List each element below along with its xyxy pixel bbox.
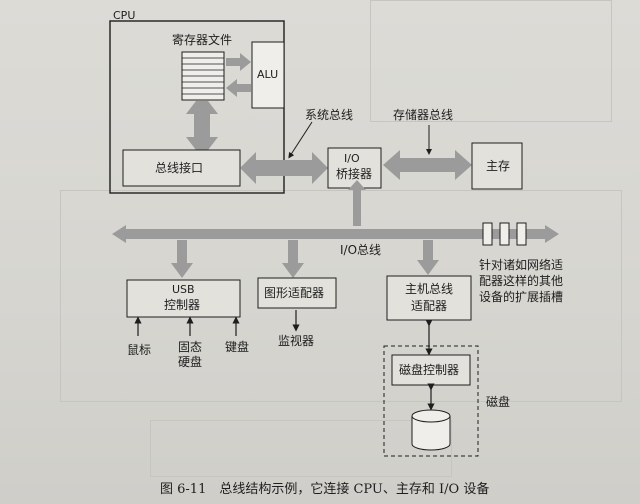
expansion-slots-line3: 设备的扩展插槽 xyxy=(479,290,564,304)
main-memory-box xyxy=(471,142,523,190)
io-bus-arrow xyxy=(112,225,559,243)
disk-controller-box xyxy=(391,354,471,386)
bleed-through-1 xyxy=(370,0,612,122)
ssd-label-line2: 硬盘 xyxy=(178,355,203,369)
memory-bus-label: 存储器总线 xyxy=(393,108,454,122)
alu-to-reg-arrow xyxy=(226,79,251,97)
alu-box xyxy=(251,41,285,109)
host-bus-adapter-label-line1: 主机总线 xyxy=(405,282,454,296)
register-file-label: 寄存器文件 xyxy=(172,33,233,47)
figure-caption: 图 6-11 总线结构示例，它连接 CPU、主存和 I/O 设备 xyxy=(160,482,490,497)
disk-cylinder-icon xyxy=(411,409,451,451)
cpu-label: CPU xyxy=(113,9,136,22)
mouse-label: 鼠标 xyxy=(127,343,152,357)
bleed-through-3 xyxy=(150,420,452,477)
usb-controller-box xyxy=(126,279,241,318)
io-bridge-label-line2: 桥接器 xyxy=(336,167,373,181)
bleed-through-2 xyxy=(60,190,622,402)
system-bus-arrow xyxy=(240,152,328,184)
graphics-adapter-label: 图形适配器 xyxy=(264,286,325,300)
system-bus-label: 系统总线 xyxy=(305,108,354,122)
usb-controller-label-line2: 控制器 xyxy=(164,298,201,312)
usb-controller-label-line1: USB xyxy=(172,283,195,296)
bus-interface-box xyxy=(122,149,241,187)
ssd-label-line1: 固态 xyxy=(178,340,203,354)
alu-label: ALU xyxy=(257,68,279,81)
main-memory-label: 主存 xyxy=(486,159,511,173)
bus-interface-label: 总线接口 xyxy=(155,161,204,175)
disk-dashed-box xyxy=(383,345,479,457)
disk-label: 磁盘 xyxy=(486,395,511,409)
expansion-slots-line1: 针对诸如网络适 xyxy=(479,258,564,272)
io-bridge-box xyxy=(327,147,382,189)
io-bus-label: I/O总线 xyxy=(340,243,382,257)
bridge-io-bus-arrow xyxy=(348,180,366,226)
keyboard-label: 键盘 xyxy=(225,340,250,354)
host-bus-adapter-label-line2: 适配器 xyxy=(411,299,448,313)
memory-bus-arrow xyxy=(383,150,472,180)
disk-controller-label: 磁盘控制器 xyxy=(399,363,460,377)
expansion-slots-icon xyxy=(482,222,527,246)
expansion-slots-line2: 配器这样的其他 xyxy=(479,274,564,288)
io-bus-to-host-adapter-arrow xyxy=(417,240,439,275)
reg-bus-interface-arrow xyxy=(186,101,218,150)
host-bus-adapter-box xyxy=(386,275,472,321)
reg-to-alu-arrow xyxy=(226,53,251,71)
io-bus-to-usb-arrow xyxy=(171,240,193,278)
register-file-icon xyxy=(181,51,225,101)
system-bus-pointer xyxy=(288,121,313,159)
monitor-label: 监视器 xyxy=(278,334,315,348)
graphics-adapter-box xyxy=(257,277,337,309)
io-bus-to-graphics-arrow xyxy=(282,240,304,278)
io-bridge-label-line1: I/O xyxy=(344,152,360,165)
